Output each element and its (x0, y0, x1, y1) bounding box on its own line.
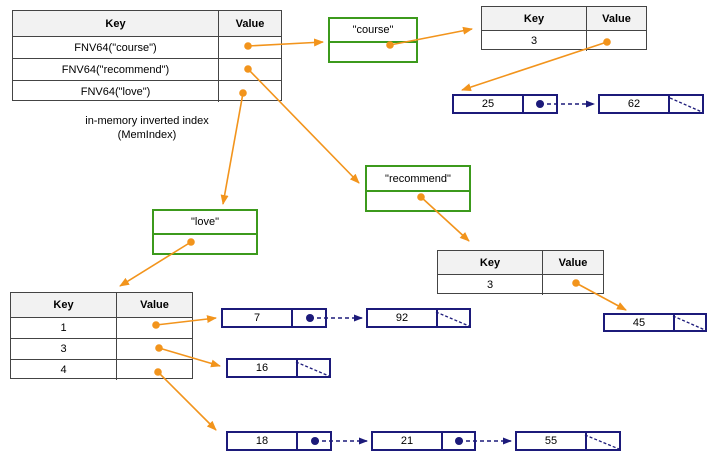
recommend-table-key: 3 (486, 279, 494, 291)
posting-value: 92 (395, 312, 409, 324)
posting-value: 45 (632, 316, 646, 329)
posting-value: 62 (627, 98, 641, 110)
love-table-row: 1 (11, 317, 192, 338)
main-table-row: FNV64("course") (13, 36, 281, 58)
recommend-table-header: Key Value (438, 251, 603, 274)
love-table-key: 1 (60, 322, 67, 334)
term-box-love: "love" (152, 209, 258, 255)
main-table-key-header: Key (105, 17, 126, 30)
orange-pointers (119, 26, 627, 431)
index-caption: in-memory inverted index (MemIndex) (52, 114, 242, 142)
posting-node: 55 (515, 431, 621, 451)
pointer-arrow (220, 92, 244, 205)
course-table-key: 3 (530, 35, 538, 47)
orange-pointer-dots (152, 38, 611, 376)
posting-node: 62 (598, 94, 704, 114)
main-index-table: Key Value FNV64("course") FNV64("recomme… (12, 10, 282, 102)
love-table-row: 4 (11, 359, 192, 380)
null-slash (435, 311, 470, 327)
term-label: "recommend" (385, 172, 451, 185)
recommend-table-key-header: Key (479, 256, 501, 269)
love-table-header: Key Value (11, 293, 192, 317)
pointer-arrow (420, 196, 470, 242)
posting-node: 92 (366, 308, 471, 328)
term-box-recommend: "recommend" (365, 165, 471, 212)
posting-node: 16 (226, 358, 331, 378)
main-table-header: Key Value (13, 11, 281, 36)
index-caption-line2: (MemIndex) (117, 129, 177, 141)
posting-value: 21 (400, 435, 414, 447)
main-table-row: FNV64("recommend") (13, 58, 281, 80)
next-pointers (310, 100, 595, 445)
course-table-row: 3 (482, 30, 646, 51)
pointer-arrow (157, 371, 217, 431)
term-label: "course" (352, 24, 394, 36)
null-slash (672, 315, 706, 331)
main-table-key: FNV64("course") (74, 41, 157, 54)
posting-value: 7 (253, 312, 261, 324)
term-label: "love" (191, 216, 219, 228)
index-caption-line1: in-memory inverted index (85, 115, 209, 127)
course-table-value-header: Value (602, 12, 631, 25)
main-table-key: FNV64("love") (80, 85, 151, 98)
pointer-arrow (119, 241, 192, 287)
next-pointer-dots (306, 100, 544, 445)
love-table-value-header: Value (140, 299, 169, 311)
main-table-value-header: Value (235, 17, 265, 30)
null-pointer-marks (295, 97, 706, 450)
posting-node: 18 (226, 431, 332, 451)
pointer-arrow (155, 315, 217, 326)
null-slash (584, 434, 620, 450)
null-slash (295, 361, 330, 377)
null-slash (669, 97, 703, 113)
pointer-arrow (247, 68, 360, 184)
main-table-row: FNV64("love") (13, 80, 281, 102)
pointer-arrow (461, 41, 608, 91)
posting-value: 18 (255, 435, 269, 447)
pointer-arrow (575, 282, 627, 311)
term-box-course: "course" (328, 17, 418, 63)
posting-node: 21 (371, 431, 476, 451)
posting-value: 16 (255, 362, 269, 374)
pointer-arrow (158, 347, 221, 368)
love-table-key: 4 (60, 364, 67, 376)
love-table-key: 3 (60, 343, 67, 355)
love-table-row: 3 (11, 338, 192, 359)
posting-node: 45 (603, 313, 707, 332)
pointer-arrow (247, 38, 324, 47)
posting-value: 55 (544, 435, 558, 447)
course-table-key-header: Key (523, 12, 545, 25)
love-doc-table: Key Value 1 3 4 (10, 292, 193, 380)
main-table-key: FNV64("recommend") (61, 63, 170, 76)
posting-value: 25 (481, 98, 495, 110)
pointer-arrow (389, 26, 473, 46)
recommend-table-row: 3 (438, 274, 603, 295)
course-doc-table: Key Value 3 (481, 6, 647, 51)
recommend-table-value-header: Value (558, 256, 588, 269)
love-table-key-header: Key (53, 299, 74, 311)
course-table-header: Key Value (482, 7, 646, 30)
